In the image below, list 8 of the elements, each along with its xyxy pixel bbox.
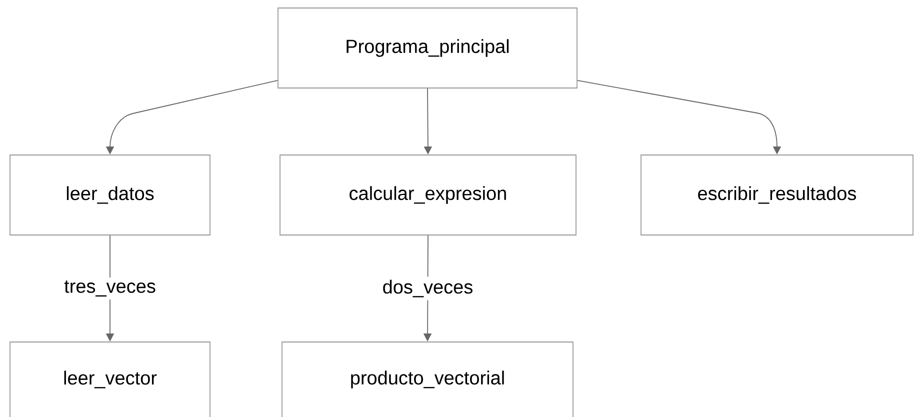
edge-label: tres_veces bbox=[61, 277, 159, 300]
process-box: leer_vector bbox=[10, 342, 210, 417]
process-box: leer_datos bbox=[10, 154, 210, 236]
edge-label: dos_veces bbox=[379, 276, 476, 300]
process-box: escribir_resultados bbox=[640, 154, 914, 236]
process-box: Programa_principal bbox=[278, 8, 578, 88]
process-box: producto_vectorial bbox=[282, 342, 574, 417]
process-box: calcular_expresion bbox=[280, 154, 576, 236]
